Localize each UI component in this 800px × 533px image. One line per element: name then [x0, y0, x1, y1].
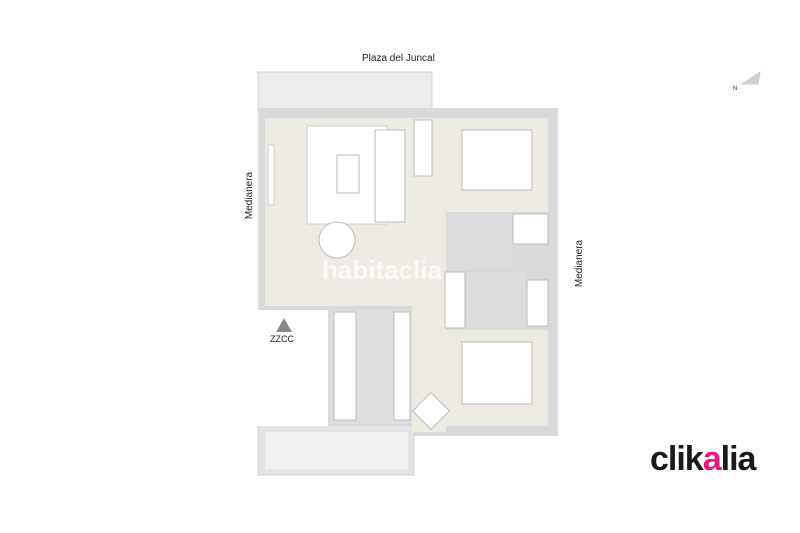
- bed-2: [461, 341, 533, 405]
- logo-accent: a: [702, 440, 722, 478]
- kitchen-cabinet: [393, 311, 411, 421]
- wardrobe-2: [444, 271, 466, 329]
- watermark: habitaclia: [322, 255, 442, 285]
- dining-table: [318, 221, 356, 259]
- compass-icon: [740, 70, 761, 85]
- clikalia-logo: clikalia: [650, 440, 757, 479]
- bed-1: [461, 129, 533, 191]
- right-wall-label: Medianera: [574, 239, 586, 288]
- armchair: [411, 391, 451, 431]
- wardrobe-1: [413, 119, 433, 177]
- zzcc-triangle-icon: [276, 318, 292, 332]
- logo-suffix: lia: [720, 440, 757, 478]
- street-label: Plaza del Juncal: [362, 53, 435, 64]
- window-left: [267, 144, 275, 206]
- sofa: [374, 129, 406, 223]
- kitchen-counter: [333, 311, 357, 421]
- rug: [306, 125, 388, 225]
- coffee-table: [336, 154, 360, 194]
- bathroom-1: [447, 214, 513, 270]
- bathroom-2: [467, 272, 527, 328]
- common-area-label: ZZCC: [270, 334, 294, 344]
- logo-prefix: clik: [650, 440, 704, 478]
- compass-north-label: N: [733, 86, 737, 92]
- balcony-floor: [265, 432, 408, 469]
- top-terrace: [257, 71, 433, 111]
- bathroom-2-closet: [526, 279, 549, 327]
- bathroom-1-closet: [512, 213, 549, 245]
- left-wall-label: Medianera: [244, 171, 256, 220]
